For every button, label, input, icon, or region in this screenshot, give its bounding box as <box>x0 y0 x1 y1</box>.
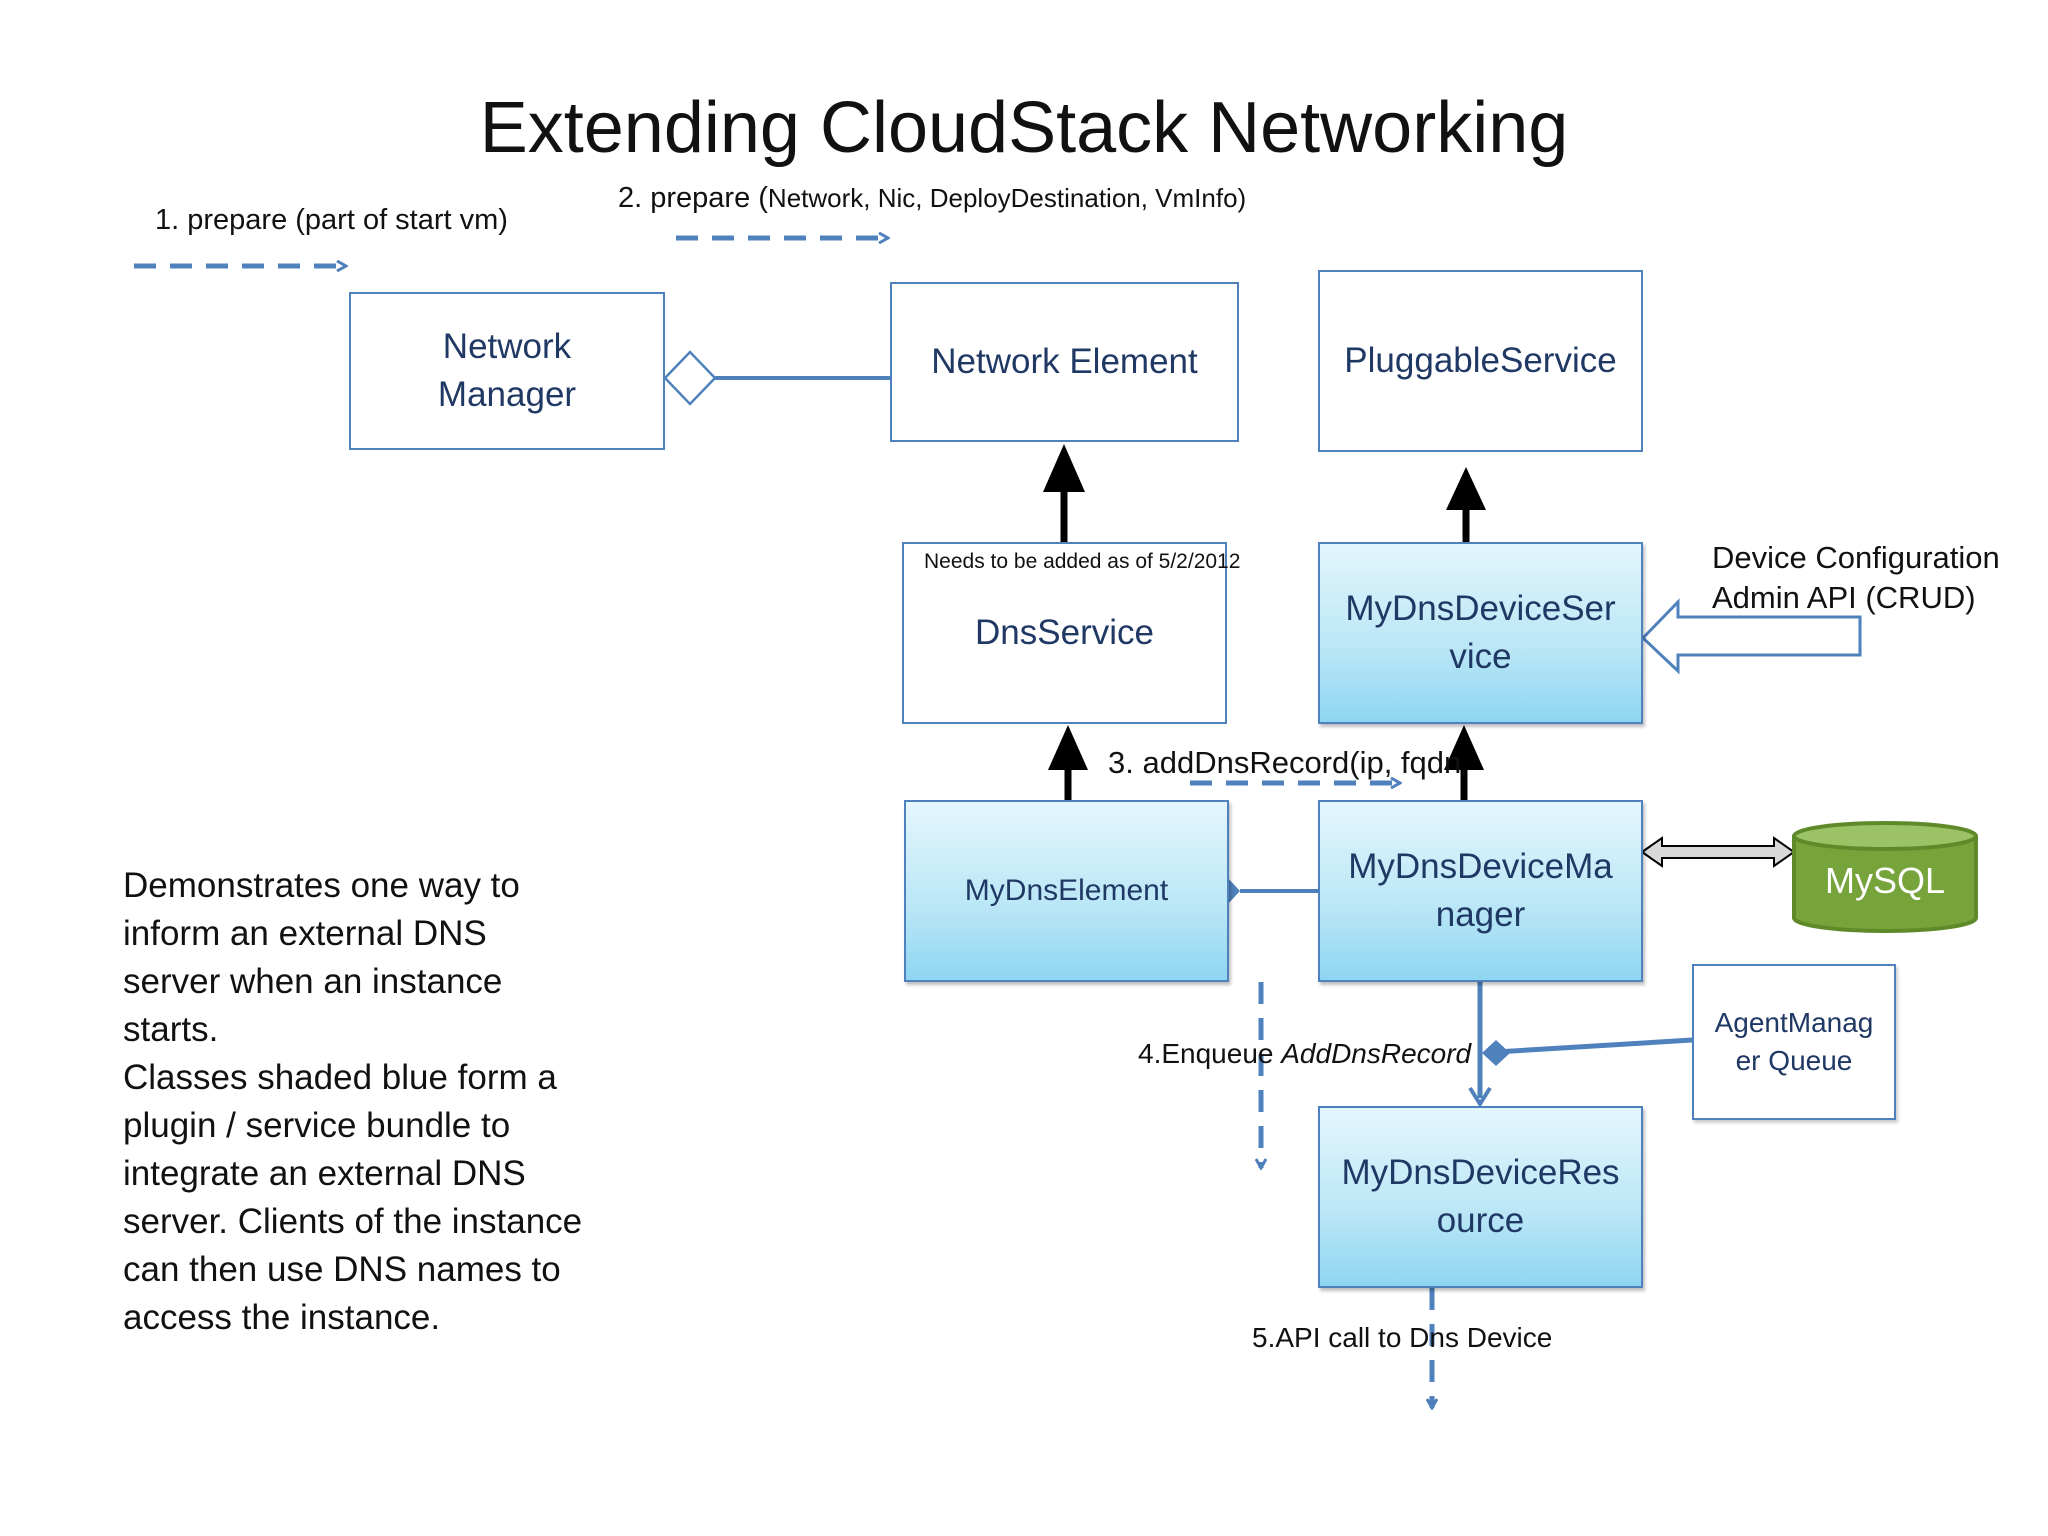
network-manager-line1: Network <box>442 327 572 366</box>
step2-prefix: 2. prepare ( <box>618 182 768 214</box>
step1-label: 1. prepare (part of start vm) <box>155 204 508 236</box>
manager-arrowhead <box>1444 725 1484 770</box>
admin-api-line1: Device Configuration <box>1712 540 2000 575</box>
my-dns-device-manager-line1: MyDnsDeviceMa <box>1348 847 1613 886</box>
my-dns-device-resource-line2: ource <box>1436 1201 1525 1240</box>
description-paragraph-2: Classes shaded blue form a plugin / serv… <box>123 1058 583 1337</box>
mysql-cylinder <box>1792 821 1978 933</box>
agent-manager-queue-box: AgentManag er Queue <box>1692 964 1896 1120</box>
page-title: Extending CloudStack Networking <box>479 88 1569 168</box>
pluggable-service-label: PluggableService <box>1344 341 1617 380</box>
network-manager-line2: Manager <box>437 375 577 414</box>
mydnselement-arrowhead <box>1048 725 1088 770</box>
step2-args: Network, Nic, DeployDestination, VmInfo) <box>767 183 1247 213</box>
dnsservice-arrowhead <box>1043 444 1085 492</box>
step4-message: AddDnsRecord <box>1281 1038 1472 1069</box>
step3-label: 3. addDnsRecord(ip, fqdn <box>1108 745 1462 780</box>
network-element-label: Network Element <box>931 342 1198 381</box>
my-dns-device-resource-box: MyDnsDeviceRes ource <box>1318 1106 1643 1288</box>
agent-manager-queue-line2: er Queue <box>1735 1045 1853 1076</box>
step5-label: 5.API call to Dns Device <box>1252 1322 1553 1353</box>
mydnsdeviceservice-arrowhead <box>1446 467 1486 510</box>
description-paragraph-1: Demonstrates one way to inform an extern… <box>123 866 520 1049</box>
my-dns-device-service-line2: vice <box>1449 637 1512 676</box>
my-dns-device-resource-line1: MyDnsDeviceRes <box>1341 1153 1620 1192</box>
admin-api-arrow <box>1640 598 1862 675</box>
my-dns-device-service-line1: MyDnsDeviceSer <box>1345 589 1616 628</box>
my-dns-device-manager-box: MyDnsDeviceMa nager <box>1318 800 1643 982</box>
my-dns-device-service-box: MyDnsDeviceSer vice <box>1318 542 1643 724</box>
aggregation-diamond <box>663 350 717 406</box>
agent-manager-queue-line1: AgentManag <box>1714 1007 1874 1038</box>
network-element-box: Network Element <box>890 282 1239 442</box>
dns-service-label: DnsService <box>975 613 1154 652</box>
mysql-label: MySQL <box>1824 860 1946 901</box>
dns-service-note: Needs to be added as of 5/2/2012 <box>924 550 1241 573</box>
manager-mysql-arrow <box>1640 836 1796 868</box>
step2-label: 2. prepare (Network, Nic, DeployDestinat… <box>618 182 1246 215</box>
description-text: Demonstrates one way to inform an extern… <box>123 862 593 1342</box>
my-dns-element-box: MyDnsElement <box>904 800 1229 982</box>
manager-to-resource-head <box>1468 1086 1492 1108</box>
queue-link <box>1495 1037 1693 1055</box>
step4-prefix: 4.Enqueue <box>1138 1038 1282 1069</box>
admin-api-label: Device Configuration Admin API (CRUD) <box>1712 538 2000 618</box>
admin-api-line2: Admin API (CRUD) <box>1712 580 1976 615</box>
pluggable-service-box: PluggableService <box>1318 270 1643 452</box>
my-dns-element-label: MyDnsElement <box>964 874 1169 907</box>
queue-diamond <box>1482 1040 1510 1066</box>
step4-label: 4.Enqueue AddDnsRecord <box>1138 1038 1471 1070</box>
my-dns-device-manager-line2: nager <box>1435 895 1526 934</box>
dns-service-box: DnsService <box>902 542 1227 724</box>
